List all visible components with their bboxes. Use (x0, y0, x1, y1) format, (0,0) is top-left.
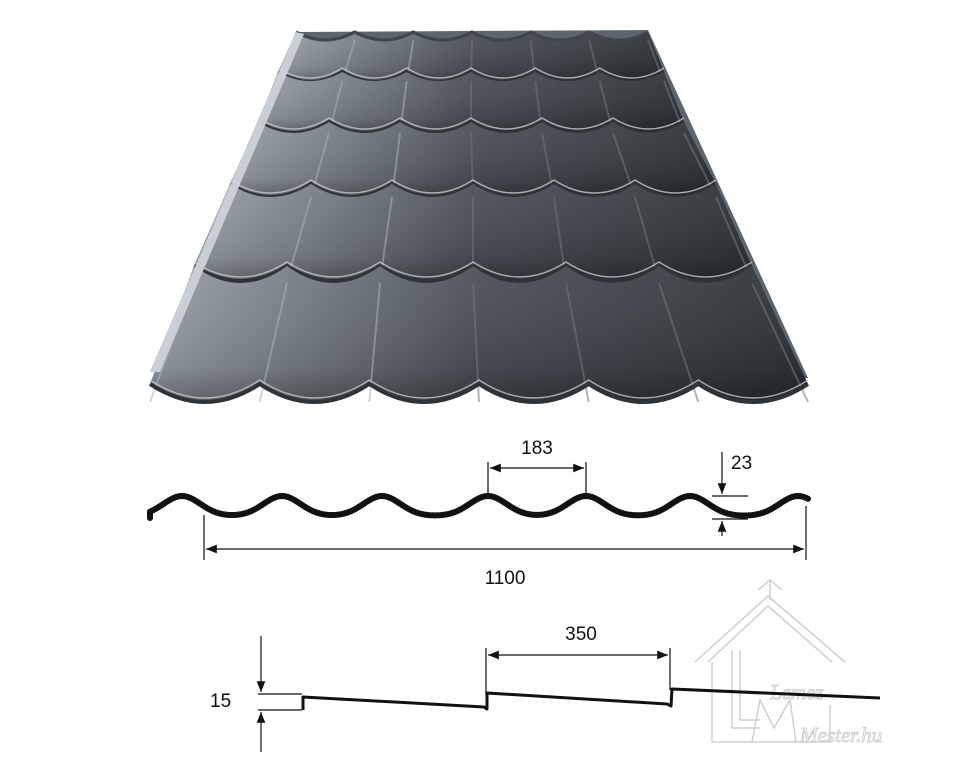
logo-letter-l-icon (731, 650, 760, 729)
tile-step-highlight (257, 117, 685, 130)
step-length-label: 350 (565, 624, 597, 645)
tile-step-edge (148, 381, 810, 404)
step-height-label: 15 (210, 691, 231, 712)
tile-rib (368, 282, 381, 403)
watermark-line1: Lemez (769, 680, 824, 704)
house-chimney-icon (757, 579, 783, 600)
sheet-top-edge (295, 30, 649, 42)
tile-step-highlight (193, 261, 753, 278)
wave-pitch-label: 183 (521, 438, 553, 459)
cross-section-profile: 183 23 1100 (147, 438, 811, 589)
house-roof-icon (694, 595, 846, 663)
tile-rib (658, 282, 700, 403)
house-walls-icon (711, 662, 831, 743)
wave-height-label: 23 (731, 453, 752, 474)
tile-step-highlight (277, 67, 665, 79)
tile-rib (751, 282, 809, 403)
step-profile-line (301, 687, 881, 711)
tile-row-shade (230, 122, 716, 197)
sheet-side-lap (150, 32, 304, 372)
watermark-line2: Mester.hu (799, 723, 882, 747)
wave-profile-line (147, 493, 811, 521)
logo-letter-m-icon (751, 697, 797, 743)
tile-rib (472, 282, 480, 403)
roof-sheet-illustration (148, 30, 810, 404)
cover-width-label: 1100 (485, 568, 526, 589)
tile-step-highlight (229, 179, 717, 194)
side-step-profile: 350 15 (210, 624, 881, 752)
tile-step-highlight (149, 379, 809, 399)
tile-row-shade (150, 266, 808, 402)
tile-rib (715, 196, 753, 282)
lemezmester-logo: Lemez Mester.hu (694, 579, 883, 748)
